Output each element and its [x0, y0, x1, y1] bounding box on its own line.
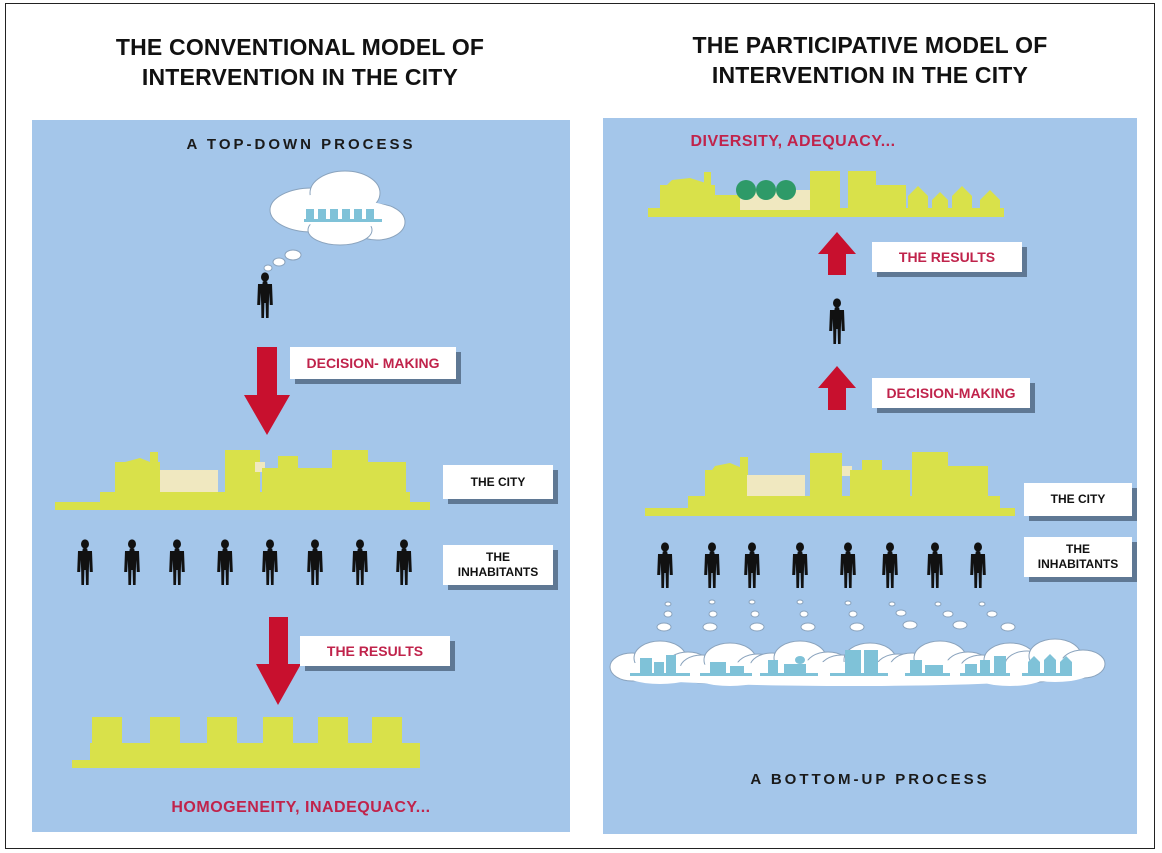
down-arrow-icon [256, 617, 301, 705]
left-title-line2: INTERVENTION IN THE CITY [141, 64, 459, 90]
bottom-up-process-caption: A BOTTOM-UP PROCESS [750, 771, 990, 788]
inhabitants-label-line1: THE [486, 550, 510, 564]
up-arrow-icon [818, 232, 856, 275]
inhabitants-label-line2: INHABITANTS [1037, 557, 1119, 571]
left-title-line1: THE CONVENTIONAL MODEL OF [115, 34, 485, 60]
city-label: THE CITY [443, 465, 553, 499]
inhabitants-label-line2: INHABITANTS [457, 565, 539, 579]
up-arrow-icon [818, 366, 856, 410]
decision-making-label: DECISION- MAKING [290, 347, 456, 379]
inhabitants-icon-group [77, 539, 412, 585]
planner-icon [829, 298, 845, 344]
imagined-cities-cloud-row [609, 638, 1106, 687]
right-title: THE PARTICIPATIVE MODEL OF INTERVENTION … [590, 30, 1150, 90]
diverse-city-icon [648, 171, 1004, 217]
left-title: THE CONVENTIONAL MODEL OF INTERVENTION I… [20, 32, 580, 92]
top-down-process-caption: A TOP-DOWN PROCESS [186, 136, 416, 153]
thought-cloud-icon [263, 170, 406, 272]
uniform-buildings-icon [72, 717, 420, 768]
inhabitants-label-line1: THE [1066, 542, 1090, 556]
right-title-line2: INTERVENTION IN THE CITY [711, 62, 1029, 88]
idea-bubbles-icon [656, 599, 1016, 632]
decision-making-label: DECISION-MAKING [872, 378, 1030, 408]
planner-icon [257, 272, 273, 318]
down-arrow-icon [244, 347, 290, 435]
city-skyline-icon [645, 452, 1015, 516]
inhabitants-label: THE INHABITANTS [443, 545, 553, 585]
inhabitants-icon-group [657, 542, 986, 588]
diversity-outcome-caption: DIVERSITY, ADEQUACY... [690, 133, 896, 150]
city-label: THE CITY [1024, 483, 1132, 516]
results-label: THE RESULTS [300, 636, 450, 666]
right-title-line1: THE PARTICIPATIVE MODEL OF [692, 32, 1048, 58]
city-skyline-icon [55, 450, 430, 510]
homogeneity-outcome-caption: HOMOGENEITY, INADEQUACY... [171, 799, 431, 816]
inhabitants-label: THE INHABITANTS [1024, 537, 1132, 577]
results-label: THE RESULTS [872, 242, 1022, 272]
